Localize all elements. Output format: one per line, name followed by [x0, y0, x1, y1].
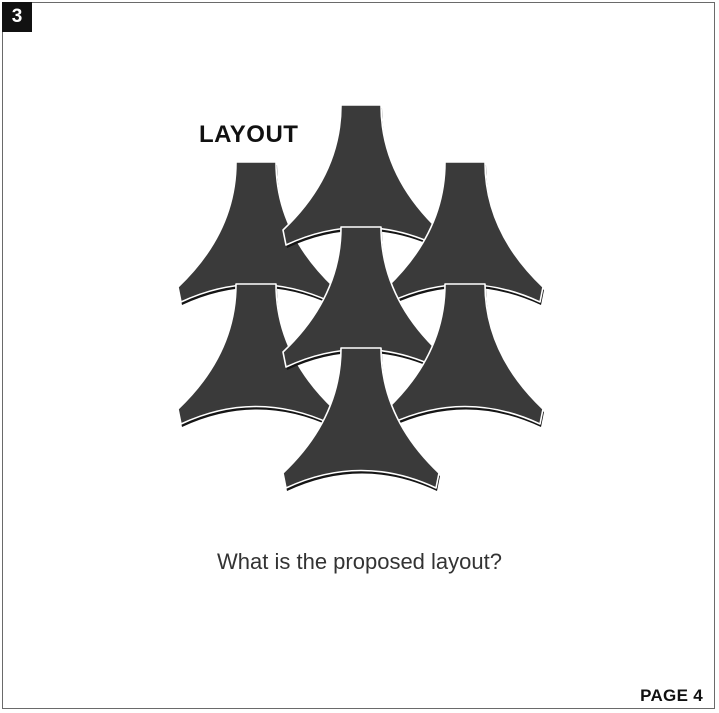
tile-7	[283, 348, 440, 491]
layout-heading: LAYOUT	[199, 121, 298, 149]
question-text: What is the proposed layout?	[0, 548, 719, 576]
page-number-label: PAGE 4	[640, 686, 703, 706]
